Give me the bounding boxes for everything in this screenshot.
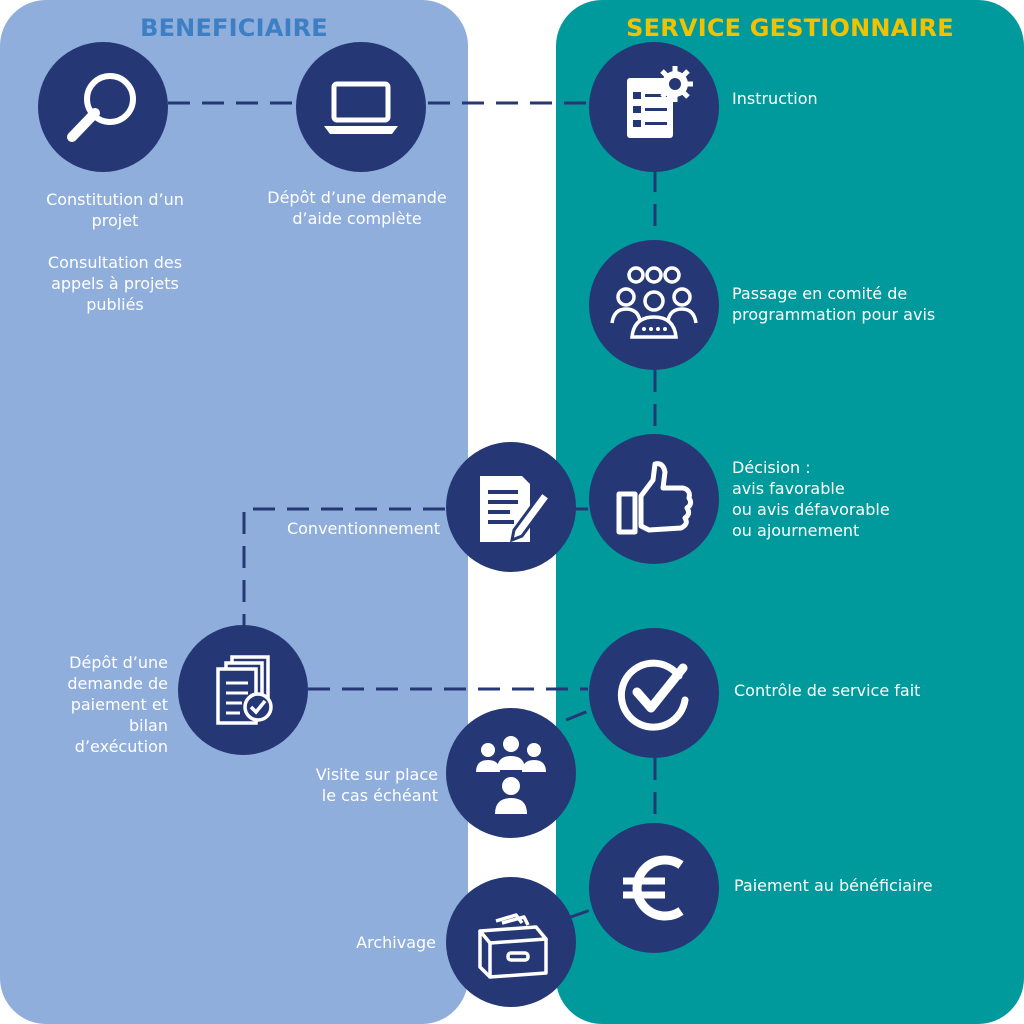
connector-convention-paiement	[242, 507, 445, 628]
step-label-5: Décision : avis favorable ou avis défavo…	[732, 457, 1012, 541]
step-label-4: Passage en comité de programmation pour …	[732, 283, 1012, 325]
step-node-8	[589, 628, 719, 758]
step-label-7-line: paiement et	[70, 695, 168, 714]
step-label-7-line: d’exécution	[74, 737, 168, 756]
step-label-10-line: Paiement au bénéficiaire	[734, 876, 933, 895]
step-node-3	[589, 42, 719, 172]
beneficiaire-title: BENEFICIAIRE	[140, 14, 328, 42]
step-node-1	[38, 42, 168, 172]
document-pen-icon	[480, 476, 553, 543]
thumbs-up-icon	[616, 461, 694, 535]
archive-box-icon	[478, 913, 548, 979]
step-node-9	[446, 708, 576, 838]
step-label-2: Dépôt d’une demande d’aide complète	[250, 187, 464, 229]
people-visit-icon	[476, 736, 546, 814]
euro-icon	[623, 855, 684, 921]
step-label-1: Constitution d’un projet	[30, 189, 200, 231]
step-label-9-line: Visite sur place	[315, 765, 438, 784]
consultation-note-line: publiés	[86, 295, 144, 314]
magnifier-icon	[67, 73, 136, 142]
step-label-3-line: Instruction	[732, 89, 818, 108]
step-label-7-line: Dépôt d’une	[69, 653, 168, 672]
step-label-1-line: projet	[91, 211, 139, 230]
beneficiaire-panel	[0, 0, 468, 1024]
consultation-note: Consultation des appels à projets publié…	[30, 252, 200, 315]
step-label-7-line: bilan	[129, 716, 168, 735]
step-node-5	[589, 434, 719, 564]
step-node-2	[296, 42, 426, 172]
check-circle-icon	[617, 659, 689, 731]
documents-check-icon	[216, 655, 273, 725]
step-node-7	[178, 625, 308, 755]
consultation-note-line: appels à projets	[51, 274, 179, 293]
step-label-7: Dépôt d’une demande de paiement et bilan…	[30, 652, 168, 757]
step-label-9: Visite sur place le cas échéant	[258, 764, 438, 806]
checklist-gear-icon	[627, 66, 693, 138]
step-label-5-line: avis favorable	[732, 479, 845, 498]
service-gestionnaire-title: SERVICE GESTIONNAIRE	[626, 14, 954, 42]
laptop-icon	[324, 81, 398, 134]
connector-visite-controle	[565, 706, 597, 722]
step-label-7-line: demande de	[67, 674, 168, 693]
step-label-3: Instruction	[732, 88, 992, 109]
step-label-5-line: Décision :	[732, 458, 811, 477]
step-label-6-line: Conventionnement	[286, 519, 440, 538]
step-label-2-line: d’aide complète	[292, 209, 422, 228]
committee-group-icon	[610, 266, 698, 339]
step-label-6: Conventionnement	[240, 518, 440, 539]
step-label-4-line: programmation pour avis	[732, 305, 936, 324]
step-node-11	[446, 877, 576, 1007]
step-label-4-line: Passage en comité de	[732, 284, 908, 303]
step-label-5-line: ou ajournement	[732, 521, 860, 540]
step-label-1-line: Constitution d’un	[46, 190, 184, 209]
step-label-8: Contrôle de service fait	[734, 680, 1014, 701]
step-label-2-line: Dépôt d’une demande	[267, 188, 447, 207]
connector-archivage-paiement	[567, 906, 597, 920]
step-label-11: Archivage	[276, 932, 436, 953]
step-node-6	[446, 442, 576, 572]
step-label-11-line: Archivage	[356, 933, 436, 952]
step-label-9-line: le cas échéant	[321, 786, 438, 805]
consultation-note-line: Consultation des	[47, 253, 183, 272]
step-label-8-line: Contrôle de service fait	[734, 681, 921, 700]
step-label-5-line: ou avis défavorable	[732, 500, 890, 519]
step-node-10	[589, 823, 719, 953]
step-node-4	[589, 240, 719, 370]
step-label-10: Paiement au bénéficiaire	[734, 875, 1014, 896]
